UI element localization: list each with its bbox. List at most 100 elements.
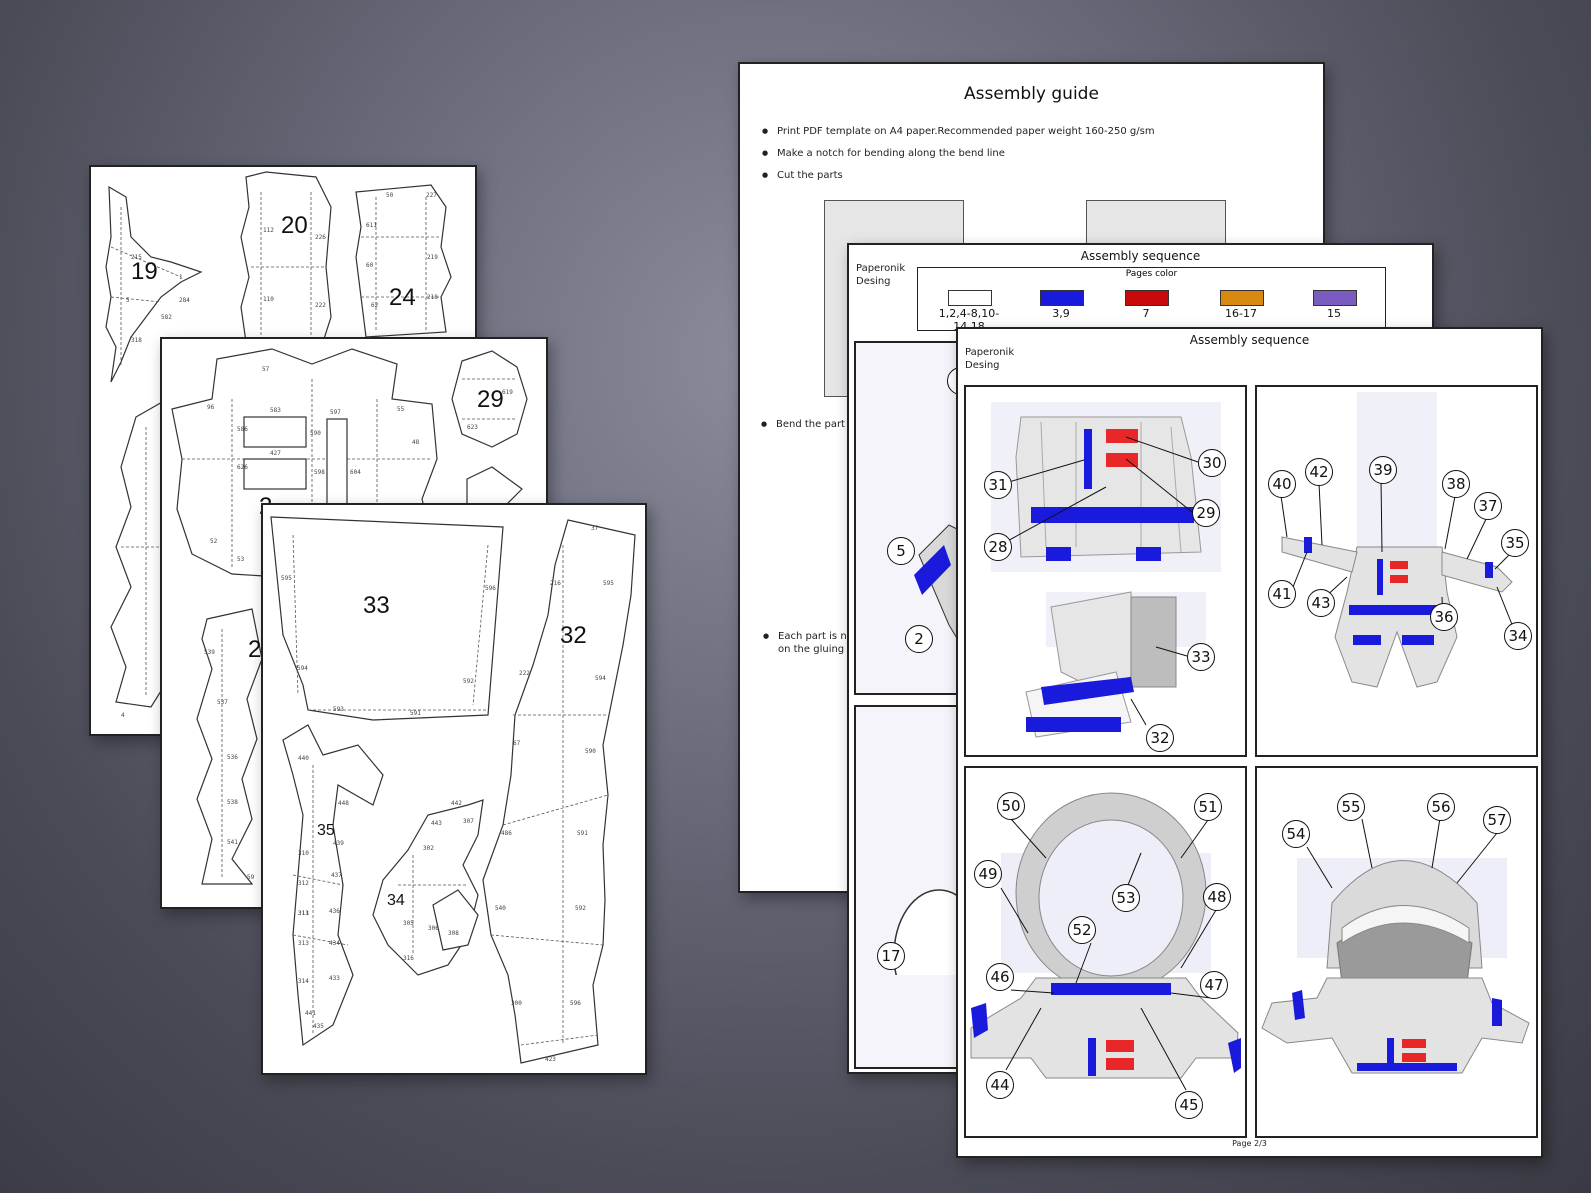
edge-label: 596 bbox=[485, 585, 496, 592]
callout: 42 bbox=[1305, 458, 1333, 486]
edge-label: 439 bbox=[333, 840, 344, 847]
edge-label: 623 bbox=[467, 424, 478, 431]
helmet-ring-illustration bbox=[970, 792, 1241, 1091]
callout: 50 bbox=[997, 792, 1025, 820]
edge-label: 310 bbox=[298, 850, 309, 857]
callout: 37 bbox=[1474, 492, 1502, 520]
edge-label: 619 bbox=[502, 389, 513, 396]
edge-label: 308 bbox=[448, 930, 459, 937]
edge-label: 592 bbox=[463, 678, 474, 685]
callout: 38 bbox=[1442, 470, 1470, 498]
edge-label: 57 bbox=[262, 366, 270, 373]
edge-label: 305 bbox=[403, 920, 414, 927]
helmet-shell-illustration bbox=[1261, 817, 1530, 1074]
edge-label: 302 bbox=[423, 845, 434, 852]
edge-label: 436 bbox=[329, 908, 340, 915]
pattern-sheet-a-drawing: 19 20 24 215 1 5 284 582 318 112 226 110… bbox=[105, 171, 452, 719]
part-number: 32 bbox=[560, 622, 587, 649]
edge-label: 441 bbox=[305, 1010, 316, 1017]
edge-label: 5 bbox=[126, 297, 130, 304]
pattern-sheet-c-drawing: 33 32 35 34 595 596 594 593 591 592 37 2… bbox=[270, 516, 636, 1064]
edge-label: 591 bbox=[410, 710, 421, 717]
callout: 28 bbox=[984, 533, 1012, 561]
part-number: 20 bbox=[281, 212, 308, 239]
edge-label: 538 bbox=[227, 799, 238, 806]
callout: 30 bbox=[1198, 449, 1226, 477]
callout: 44 bbox=[986, 1071, 1014, 1099]
edge-label: 541 bbox=[227, 839, 238, 846]
edge-label: 48 bbox=[412, 439, 420, 446]
part-number: 33 bbox=[363, 592, 390, 619]
callout: 57 bbox=[1483, 806, 1511, 834]
edge-label: 216 bbox=[550, 580, 561, 587]
edge-label: 226 bbox=[315, 234, 326, 241]
edge-label: 215 bbox=[131, 254, 142, 261]
edge-label: 316 bbox=[403, 955, 414, 962]
edge-label: 96 bbox=[207, 404, 215, 411]
callout: 34 bbox=[1504, 622, 1532, 650]
edge-label: 595 bbox=[603, 580, 614, 587]
edge-label: 597 bbox=[330, 409, 341, 416]
legend-title: Pages color bbox=[1125, 269, 1178, 279]
edge-label: 590 bbox=[310, 430, 321, 437]
edge-label: 594 bbox=[595, 675, 606, 682]
part-number: 2 bbox=[248, 636, 261, 663]
color-swatch bbox=[1220, 290, 1264, 306]
page-number: Page 2/3 bbox=[1232, 1139, 1267, 1148]
guide-bullet: Print PDF template on A4 paper.Recommend… bbox=[762, 126, 1155, 137]
callout: 45 bbox=[1175, 1091, 1203, 1119]
assembly-step-panel-1: 31 30 29 28 33 32 bbox=[964, 385, 1247, 757]
color-swatch bbox=[1313, 290, 1357, 306]
edge-label: 311 bbox=[298, 910, 309, 917]
edge-label: 595 bbox=[281, 575, 292, 582]
edge-label: 222 bbox=[519, 670, 530, 677]
pattern-sheet-c: 33 32 35 34 595 596 594 593 591 592 37 2… bbox=[261, 503, 647, 1075]
guide-title: Assembly guide bbox=[964, 84, 1099, 104]
edge-label: 539 bbox=[204, 649, 215, 656]
edge-label: 433 bbox=[329, 975, 340, 982]
edge-label: 626 bbox=[237, 464, 248, 471]
edge-label: 442 bbox=[451, 800, 462, 807]
edge-label: 586 bbox=[237, 426, 248, 433]
callout: 36 bbox=[1430, 603, 1458, 631]
edge-label: 60 bbox=[366, 262, 374, 269]
callout: 17 bbox=[877, 942, 905, 970]
part-number: 29 bbox=[477, 386, 504, 413]
edge-label: 59 bbox=[247, 874, 255, 881]
edge-label: 314 bbox=[298, 978, 309, 985]
edge-label: 448 bbox=[338, 800, 349, 807]
callout: 2 bbox=[905, 625, 933, 653]
edge-label: 437 bbox=[331, 872, 342, 879]
callout: 55 bbox=[1337, 793, 1365, 821]
body-illustration bbox=[1280, 392, 1518, 688]
swatch-label: 15 bbox=[1327, 307, 1341, 320]
edge-label: 55 bbox=[397, 406, 405, 413]
edge-label: 222 bbox=[315, 302, 326, 309]
edge-label: 440 bbox=[298, 755, 309, 762]
edge-label: 306 bbox=[428, 925, 439, 932]
edge-label: 590 bbox=[585, 748, 596, 755]
callout: 35 bbox=[1501, 529, 1529, 557]
guide-bullet: Each part is nu bbox=[763, 631, 853, 642]
edge-label: 112 bbox=[263, 227, 274, 234]
callout: 54 bbox=[1282, 820, 1310, 848]
edge-label: 307 bbox=[463, 818, 474, 825]
guide-bullet: Make a notch for bending along the bend … bbox=[762, 148, 1005, 159]
edge-label: 594 bbox=[297, 665, 308, 672]
assembly-step-panel-2: 40 42 39 38 37 35 41 43 36 34 bbox=[1255, 385, 1538, 757]
part-number: 19 bbox=[131, 258, 158, 285]
part-number: 35 bbox=[317, 822, 335, 839]
edge-label: 62 bbox=[371, 302, 379, 309]
edge-label: 434 bbox=[329, 940, 340, 947]
edge-label: 284 bbox=[179, 297, 190, 304]
edge-label: 583 bbox=[270, 407, 281, 414]
callout: 41 bbox=[1268, 580, 1296, 608]
edge-label: 53 bbox=[237, 556, 245, 563]
edge-label: 486 bbox=[501, 830, 512, 837]
brand-label: Paperonik Desing bbox=[856, 262, 905, 288]
edge-label: 423 bbox=[545, 1056, 556, 1063]
brand-line: Desing bbox=[856, 276, 891, 287]
assembly-sequence-sheet-front: Assembly sequence Paperonik Desing bbox=[956, 327, 1543, 1158]
brand-line: Paperonik bbox=[965, 347, 1015, 358]
edge-label: 4 bbox=[121, 712, 125, 719]
